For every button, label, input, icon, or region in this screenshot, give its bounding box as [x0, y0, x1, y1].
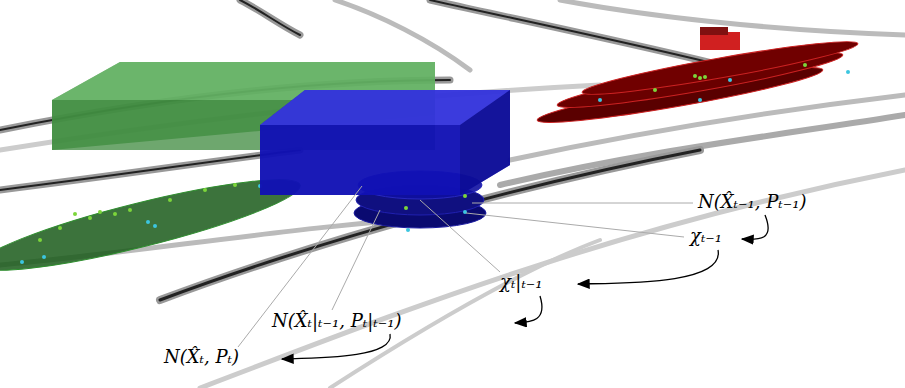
math-label: N(X̂ₜ, Pₜ)	[164, 347, 239, 367]
leader-lines	[238, 186, 693, 347]
cyan-dots	[20, 184, 262, 264]
blue-vehicle	[260, 90, 510, 232]
math-label: χₜ|ₜ₋₁	[500, 272, 543, 292]
red-vehicle	[535, 27, 859, 131]
math-label: χₜ₋₁	[690, 226, 722, 246]
math-label: N(X̂ₜ₋₁, Pₜ₋₁)	[698, 192, 806, 212]
math-label: N(X̂ₜ|ₜ₋₁, Pₜ|ₜ₋₁)	[272, 311, 401, 331]
green-dots	[38, 183, 237, 242]
step-arrows	[282, 215, 768, 359]
